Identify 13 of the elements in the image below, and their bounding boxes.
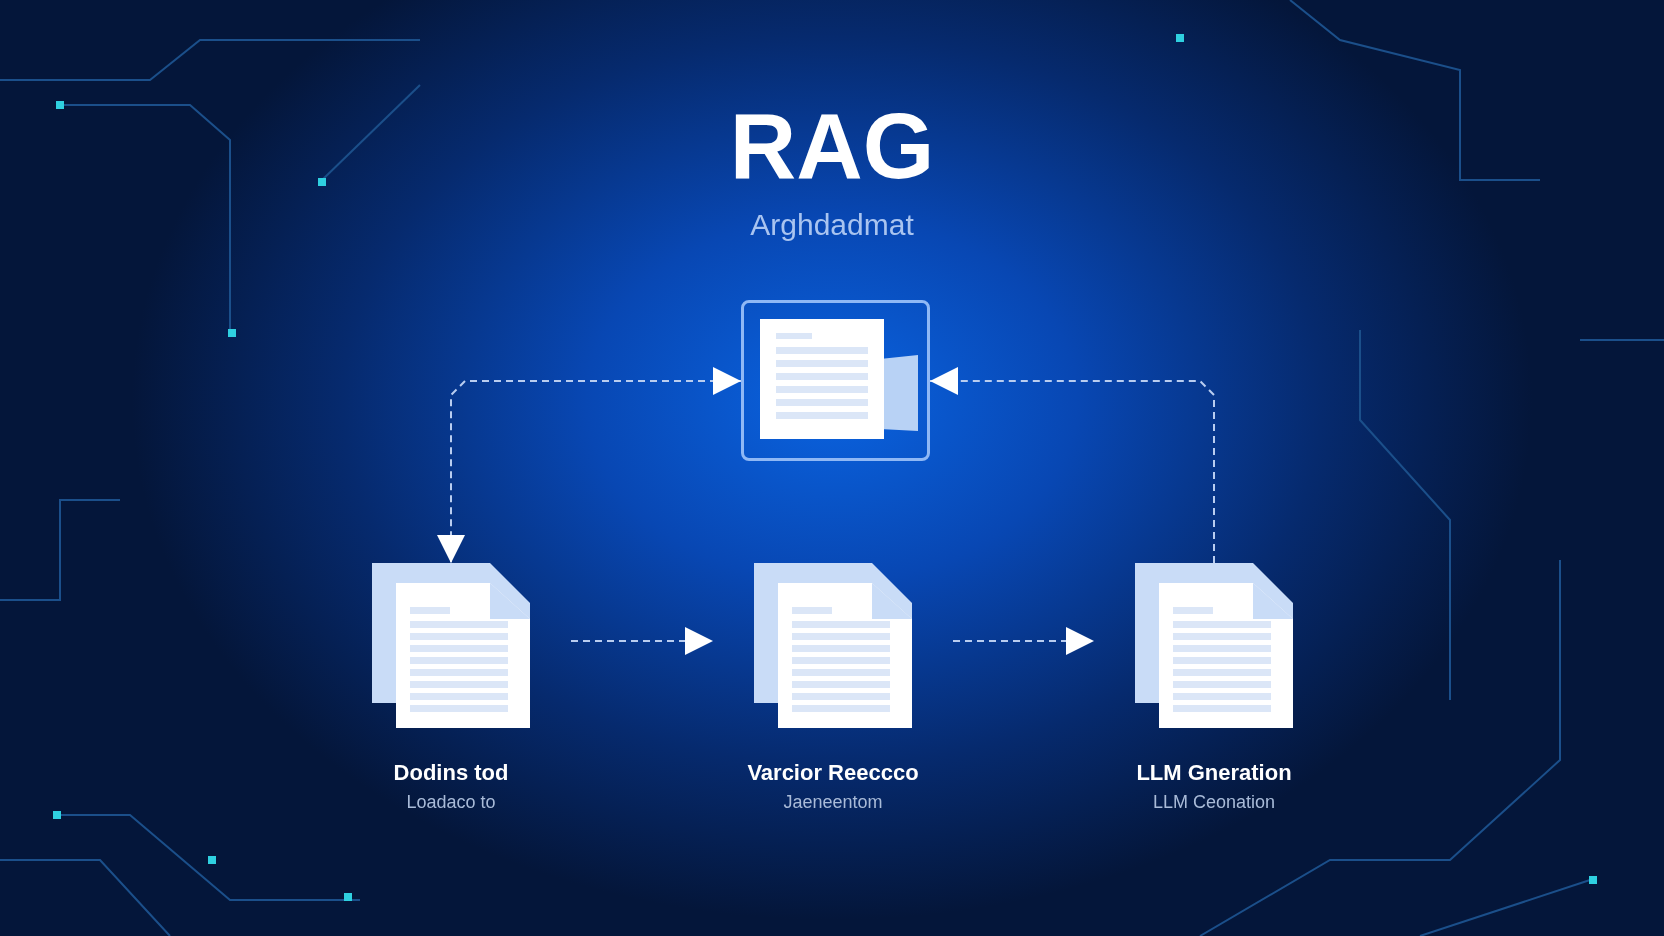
node-title: LLM Gneration [1135, 760, 1293, 786]
dashed-arrow [929, 367, 1215, 564]
title: RAG [728, 100, 936, 192]
dashed-arrow [570, 627, 714, 655]
subtitle: Arghdadmat [749, 208, 915, 241]
node-subtitle: LLM Ceonation [1151, 792, 1277, 813]
document-frame [741, 300, 930, 461]
node-title: Varcior Reeccco [746, 760, 920, 786]
node-title: Dodins tod [392, 760, 510, 786]
node-subtitle: Loadaco to [405, 792, 497, 813]
node-subtitle: Jaeneentom [782, 792, 884, 813]
dashed-arrow [437, 367, 742, 564]
dashed-arrow [952, 627, 1095, 655]
